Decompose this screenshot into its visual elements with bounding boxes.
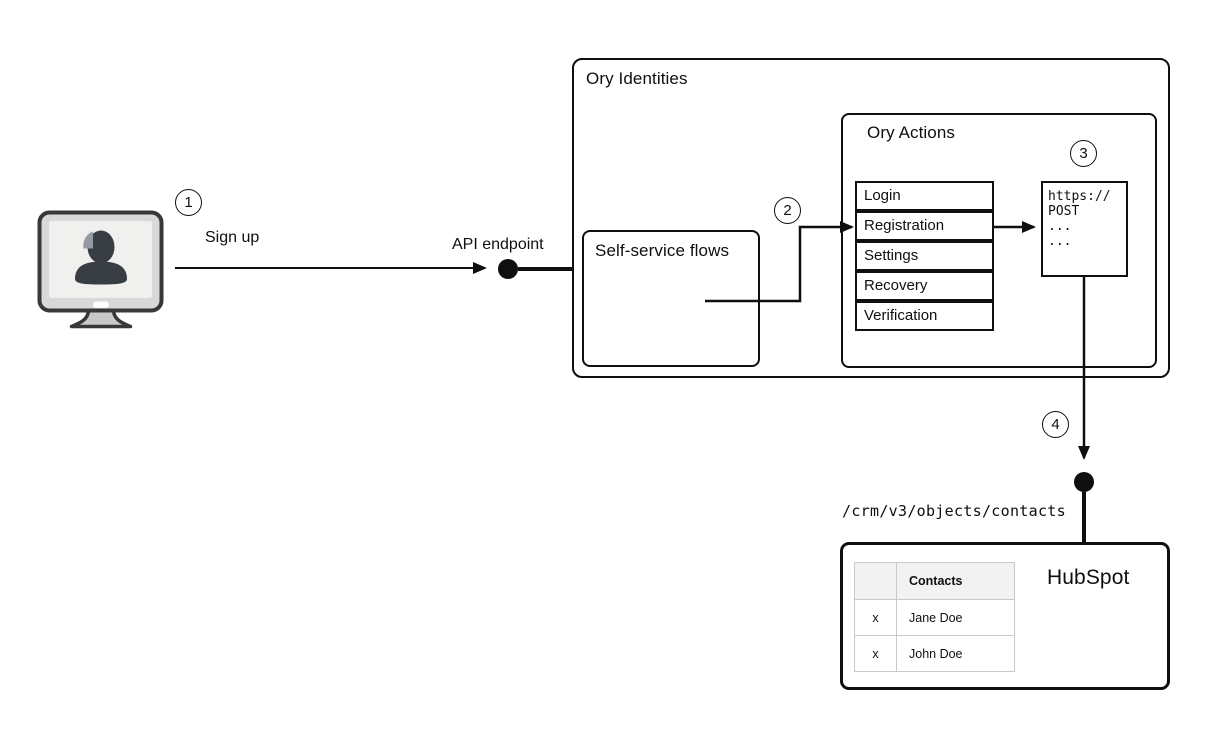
hubspot-title: HubSpot [1047, 566, 1130, 589]
step-badge-3: 3 [1070, 140, 1097, 167]
contacts-table: Contacts x Jane Doe x John Doe [854, 562, 1015, 672]
monitor-button [93, 301, 109, 308]
contacts-table-header-row: Contacts [855, 563, 1014, 599]
monitor-user-icon [37, 210, 164, 329]
api-endpoint-label: API endpoint [452, 236, 544, 253]
crm-endpoint-path-label: /crm/v3/objects/contacts [842, 502, 1066, 520]
ory-identities-title: Ory Identities [586, 69, 688, 88]
api-endpoint-dot [498, 259, 518, 279]
contact-name-cell: John Doe [909, 646, 963, 661]
code-line: ... [1048, 234, 1072, 249]
contacts-table-row: x John Doe [855, 635, 1014, 671]
code-line: https:// [1048, 189, 1111, 204]
contact-mark-cell: x [855, 600, 897, 635]
sign-up-label: Sign up [205, 229, 260, 246]
contacts-table-row: x Jane Doe [855, 599, 1014, 635]
contact-name-cell: Jane Doe [909, 610, 963, 625]
step-badge-1: 1 [175, 189, 202, 216]
ory-actions-title: Ory Actions [867, 123, 956, 142]
user-silhouette [75, 230, 127, 285]
code-line: ... [1048, 219, 1072, 234]
contacts-header-empty-cell [855, 563, 897, 599]
contacts-header-cell: Contacts [909, 574, 963, 588]
monitor-stand [69, 308, 133, 329]
step-badge-2: 2 [774, 197, 801, 224]
self-service-flow-list: Login Registration Settings Recovery Ver… [855, 181, 994, 331]
hubspot-box: HubSpot Contacts x Jane Doe x John Doe [840, 542, 1170, 690]
self-service-flows-box: Self-service flows [582, 230, 760, 367]
flow-row-login: Login [855, 181, 994, 211]
code-line: POST [1048, 204, 1080, 219]
step-badge-4: 4 [1042, 411, 1069, 438]
webhook-code-box: https:// POST ... ... [1041, 181, 1128, 277]
self-service-flows-title: Self-service flows [595, 241, 730, 260]
hubspot-endpoint-dot [1074, 472, 1094, 492]
flow-row-verification: Verification [855, 301, 994, 331]
flow-row-registration: Registration [855, 211, 994, 241]
flow-row-recovery: Recovery [855, 271, 994, 301]
flow-row-settings: Settings [855, 241, 994, 271]
contact-mark-cell: x [855, 636, 897, 671]
